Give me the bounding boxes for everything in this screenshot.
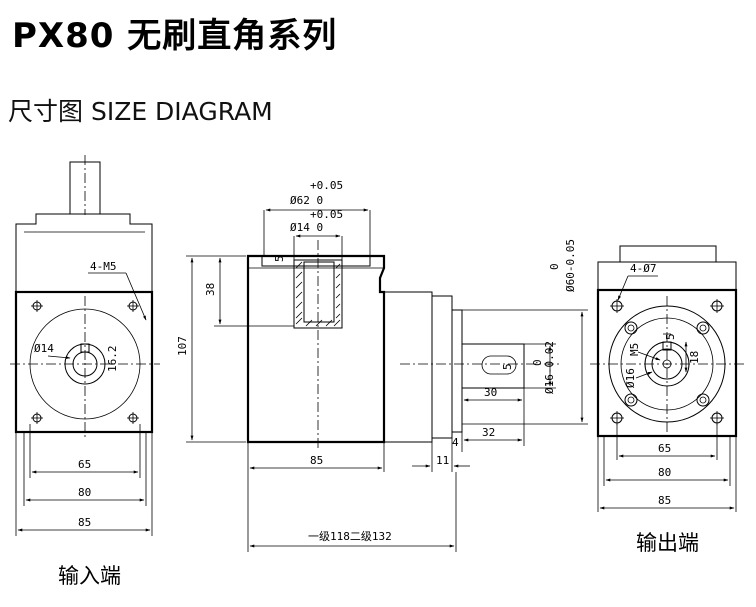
- side-d5: 5: [273, 255, 286, 262]
- output-bore-label: Ø16: [624, 368, 637, 388]
- output-d18-label: 18: [688, 351, 701, 364]
- input-holes-label: 4-M5: [90, 260, 117, 273]
- side-body: [246, 254, 386, 444]
- input-view: 4-M5 Ø14 16.2 65 80 85 输入端: [10, 155, 160, 588]
- side-shaft-tol: 0: [531, 359, 544, 366]
- input-adapter: [15, 213, 153, 293]
- input-mounting-holes: [31, 300, 139, 424]
- side-dia-bore-tol: +0.05: [310, 208, 343, 221]
- input-dim-80: 80: [78, 486, 91, 499]
- output-view: 4-Ø7 M5 Ø16 5 18 65 80 85 输出端: [590, 245, 744, 555]
- input-dim-65: 65: [78, 458, 91, 471]
- side-key: 5: [501, 363, 514, 370]
- page-subtitle: 尺寸图 SIZE DIAGRAM: [8, 97, 273, 126]
- output-key-label: 5: [664, 333, 677, 340]
- output-dim-80: 80: [658, 466, 671, 479]
- side-length: 一级118二级132: [308, 530, 392, 543]
- input-keyway-label: 16.2: [106, 346, 119, 373]
- page-title: PX80 无刷直角系列: [12, 16, 338, 56]
- side-d11: 11: [436, 454, 449, 467]
- side-d38: 38: [204, 283, 217, 296]
- side-output-shaft: [461, 343, 525, 389]
- side-d4: 4: [452, 436, 459, 449]
- side-housing: [383, 291, 433, 443]
- side-d32: 32: [482, 426, 495, 439]
- input-dim-85: 85: [78, 516, 91, 529]
- side-d30: 30: [484, 386, 497, 399]
- output-dim-65: 65: [658, 442, 671, 455]
- side-view: +0.05 Ø62 0 +0.05 Ø14 0 5 38 107 85 30 4: [176, 179, 588, 552]
- input-flange: [14, 290, 154, 434]
- input-bore-label: Ø14: [34, 342, 54, 355]
- side-flange-tol: 0: [548, 263, 561, 270]
- side-dia-top-tol: +0.05: [310, 179, 343, 192]
- side-d107: 107: [176, 336, 189, 356]
- output-dim-85: 85: [658, 494, 671, 507]
- input-view-label: 输入端: [58, 564, 121, 588]
- output-holes-label: 4-Ø7: [630, 262, 657, 275]
- output-view-label: 输出端: [636, 531, 699, 555]
- output-thread-label: M5: [628, 343, 641, 356]
- side-d85: 85: [310, 454, 323, 467]
- output-mounting-holes: [610, 299, 724, 425]
- side-shaft: Ø16-0.02: [543, 341, 556, 394]
- side-flange: Ø60-0.05: [564, 239, 577, 292]
- side-dia-bore: Ø14 0: [290, 221, 323, 234]
- side-dia-top: Ø62 0: [290, 194, 323, 207]
